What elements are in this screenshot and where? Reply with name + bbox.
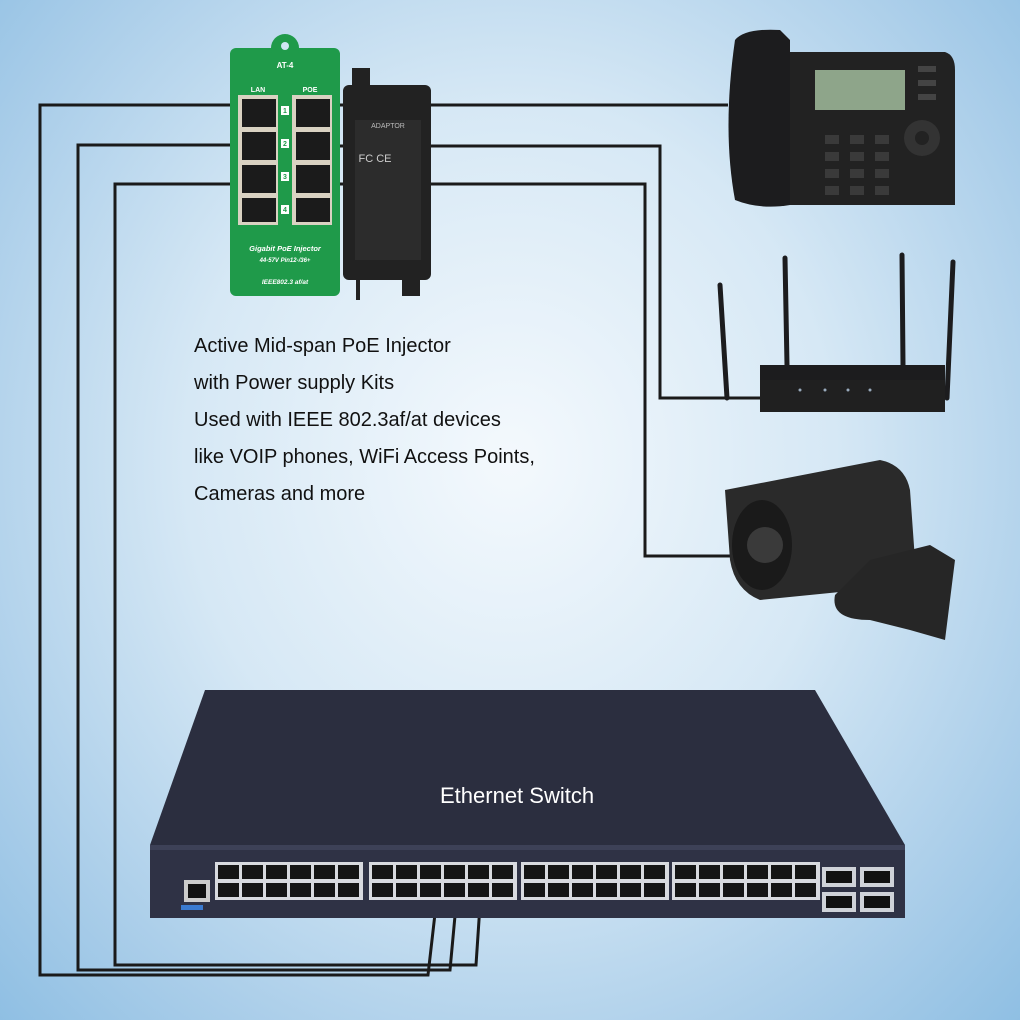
switch-label: Ethernet Switch (440, 783, 595, 808)
port-number: 3 (283, 174, 287, 181)
ethernet-port[interactable] (290, 883, 311, 897)
caption-line: Used with IEEE 802.3af/at devices (194, 409, 501, 431)
cables (38, 103, 762, 977)
security-camera (725, 460, 955, 640)
ethernet-port[interactable] (699, 883, 720, 897)
ethernet-port[interactable] (242, 883, 263, 897)
poe-injector: AT-4 LAN POE 1 2 3 4 Gigabit PoE Injecto… (230, 34, 340, 296)
ethernet-port[interactable] (644, 865, 665, 879)
ethernet-port[interactable] (747, 865, 768, 879)
ethernet-port[interactable] (444, 883, 465, 897)
ethernet-port[interactable] (771, 883, 792, 897)
ethernet-port[interactable] (644, 883, 665, 897)
ethernet-port[interactable] (548, 865, 569, 879)
ethernet-port[interactable] (338, 865, 359, 879)
ethernet-port[interactable] (396, 883, 417, 897)
ethernet-port[interactable] (468, 883, 489, 897)
ethernet-port[interactable] (620, 865, 641, 879)
wifi-router (717, 252, 956, 412)
poe-label: POE (303, 87, 318, 94)
port-number: 1 (283, 108, 287, 115)
voip-phone (728, 29, 955, 207)
ethernet-port[interactable] (468, 865, 489, 879)
ethernet-port[interactable] (420, 865, 441, 879)
ethernet-port[interactable] (572, 865, 593, 879)
ethernet-port[interactable] (524, 883, 545, 897)
lan-label: LAN (251, 87, 265, 94)
ethernet-port[interactable] (596, 865, 617, 879)
ethernet-switch (150, 690, 905, 918)
injector-title: Gigabit PoE Injector (249, 244, 322, 253)
ethernet-port[interactable] (795, 883, 816, 897)
caption-line: Cameras and more (194, 483, 366, 505)
ethernet-port[interactable] (699, 865, 720, 879)
ethernet-port[interactable] (675, 865, 696, 879)
ethernet-port[interactable] (524, 865, 545, 879)
ethernet-port[interactable] (492, 865, 513, 879)
cable-lan-1 (38, 103, 438, 977)
ethernet-port[interactable] (771, 865, 792, 879)
ethernet-port[interactable] (266, 883, 287, 897)
caption-line: Active Mid-span PoE Injector (194, 335, 451, 357)
ethernet-port[interactable] (314, 865, 335, 879)
ethernet-port[interactable] (747, 883, 768, 897)
adaptor-cert: FC CE (359, 153, 392, 165)
ethernet-port[interactable] (620, 883, 641, 897)
ethernet-port[interactable] (338, 883, 359, 897)
cable-lan-2 (76, 143, 458, 972)
ethernet-port[interactable] (372, 865, 393, 879)
ethernet-port[interactable] (675, 883, 696, 897)
ethernet-port[interactable] (266, 865, 287, 879)
ethernet-port[interactable] (218, 883, 239, 897)
ethernet-port[interactable] (314, 883, 335, 897)
ethernet-port[interactable] (290, 865, 311, 879)
injector-standard: IEEE802.3 af/at (262, 279, 309, 286)
power-adaptor: ADAPTOR FC CE (343, 68, 431, 300)
injector-spec: 44-57V Pin12-/36+ (259, 258, 311, 264)
ethernet-port[interactable] (596, 883, 617, 897)
cable-lan-3 (113, 182, 482, 967)
ethernet-port[interactable] (420, 883, 441, 897)
ethernet-port[interactable] (723, 883, 744, 897)
port-number: 2 (283, 141, 287, 148)
port-number: 4 (283, 207, 287, 214)
ethernet-port[interactable] (548, 883, 569, 897)
cable-poe-camera (330, 182, 735, 558)
ethernet-port[interactable] (242, 865, 263, 879)
adaptor-label: ADAPTOR (371, 123, 405, 130)
ethernet-port[interactable] (723, 865, 744, 879)
ethernet-port[interactable] (572, 883, 593, 897)
switch-port-groups (215, 862, 820, 900)
injector-model: AT-4 (277, 61, 294, 70)
cable-poe-router (330, 144, 762, 400)
description-caption: Active Mid-span PoE Injector with Power … (194, 328, 535, 513)
caption-line: with Power supply Kits (194, 372, 395, 394)
ethernet-port[interactable] (396, 865, 417, 879)
ethernet-port[interactable] (492, 883, 513, 897)
ethernet-port[interactable] (372, 883, 393, 897)
ethernet-port[interactable] (444, 865, 465, 879)
caption-line: like VOIP phones, WiFi Access Points, (194, 446, 535, 468)
ethernet-port[interactable] (795, 865, 816, 879)
ethernet-port[interactable] (218, 865, 239, 879)
